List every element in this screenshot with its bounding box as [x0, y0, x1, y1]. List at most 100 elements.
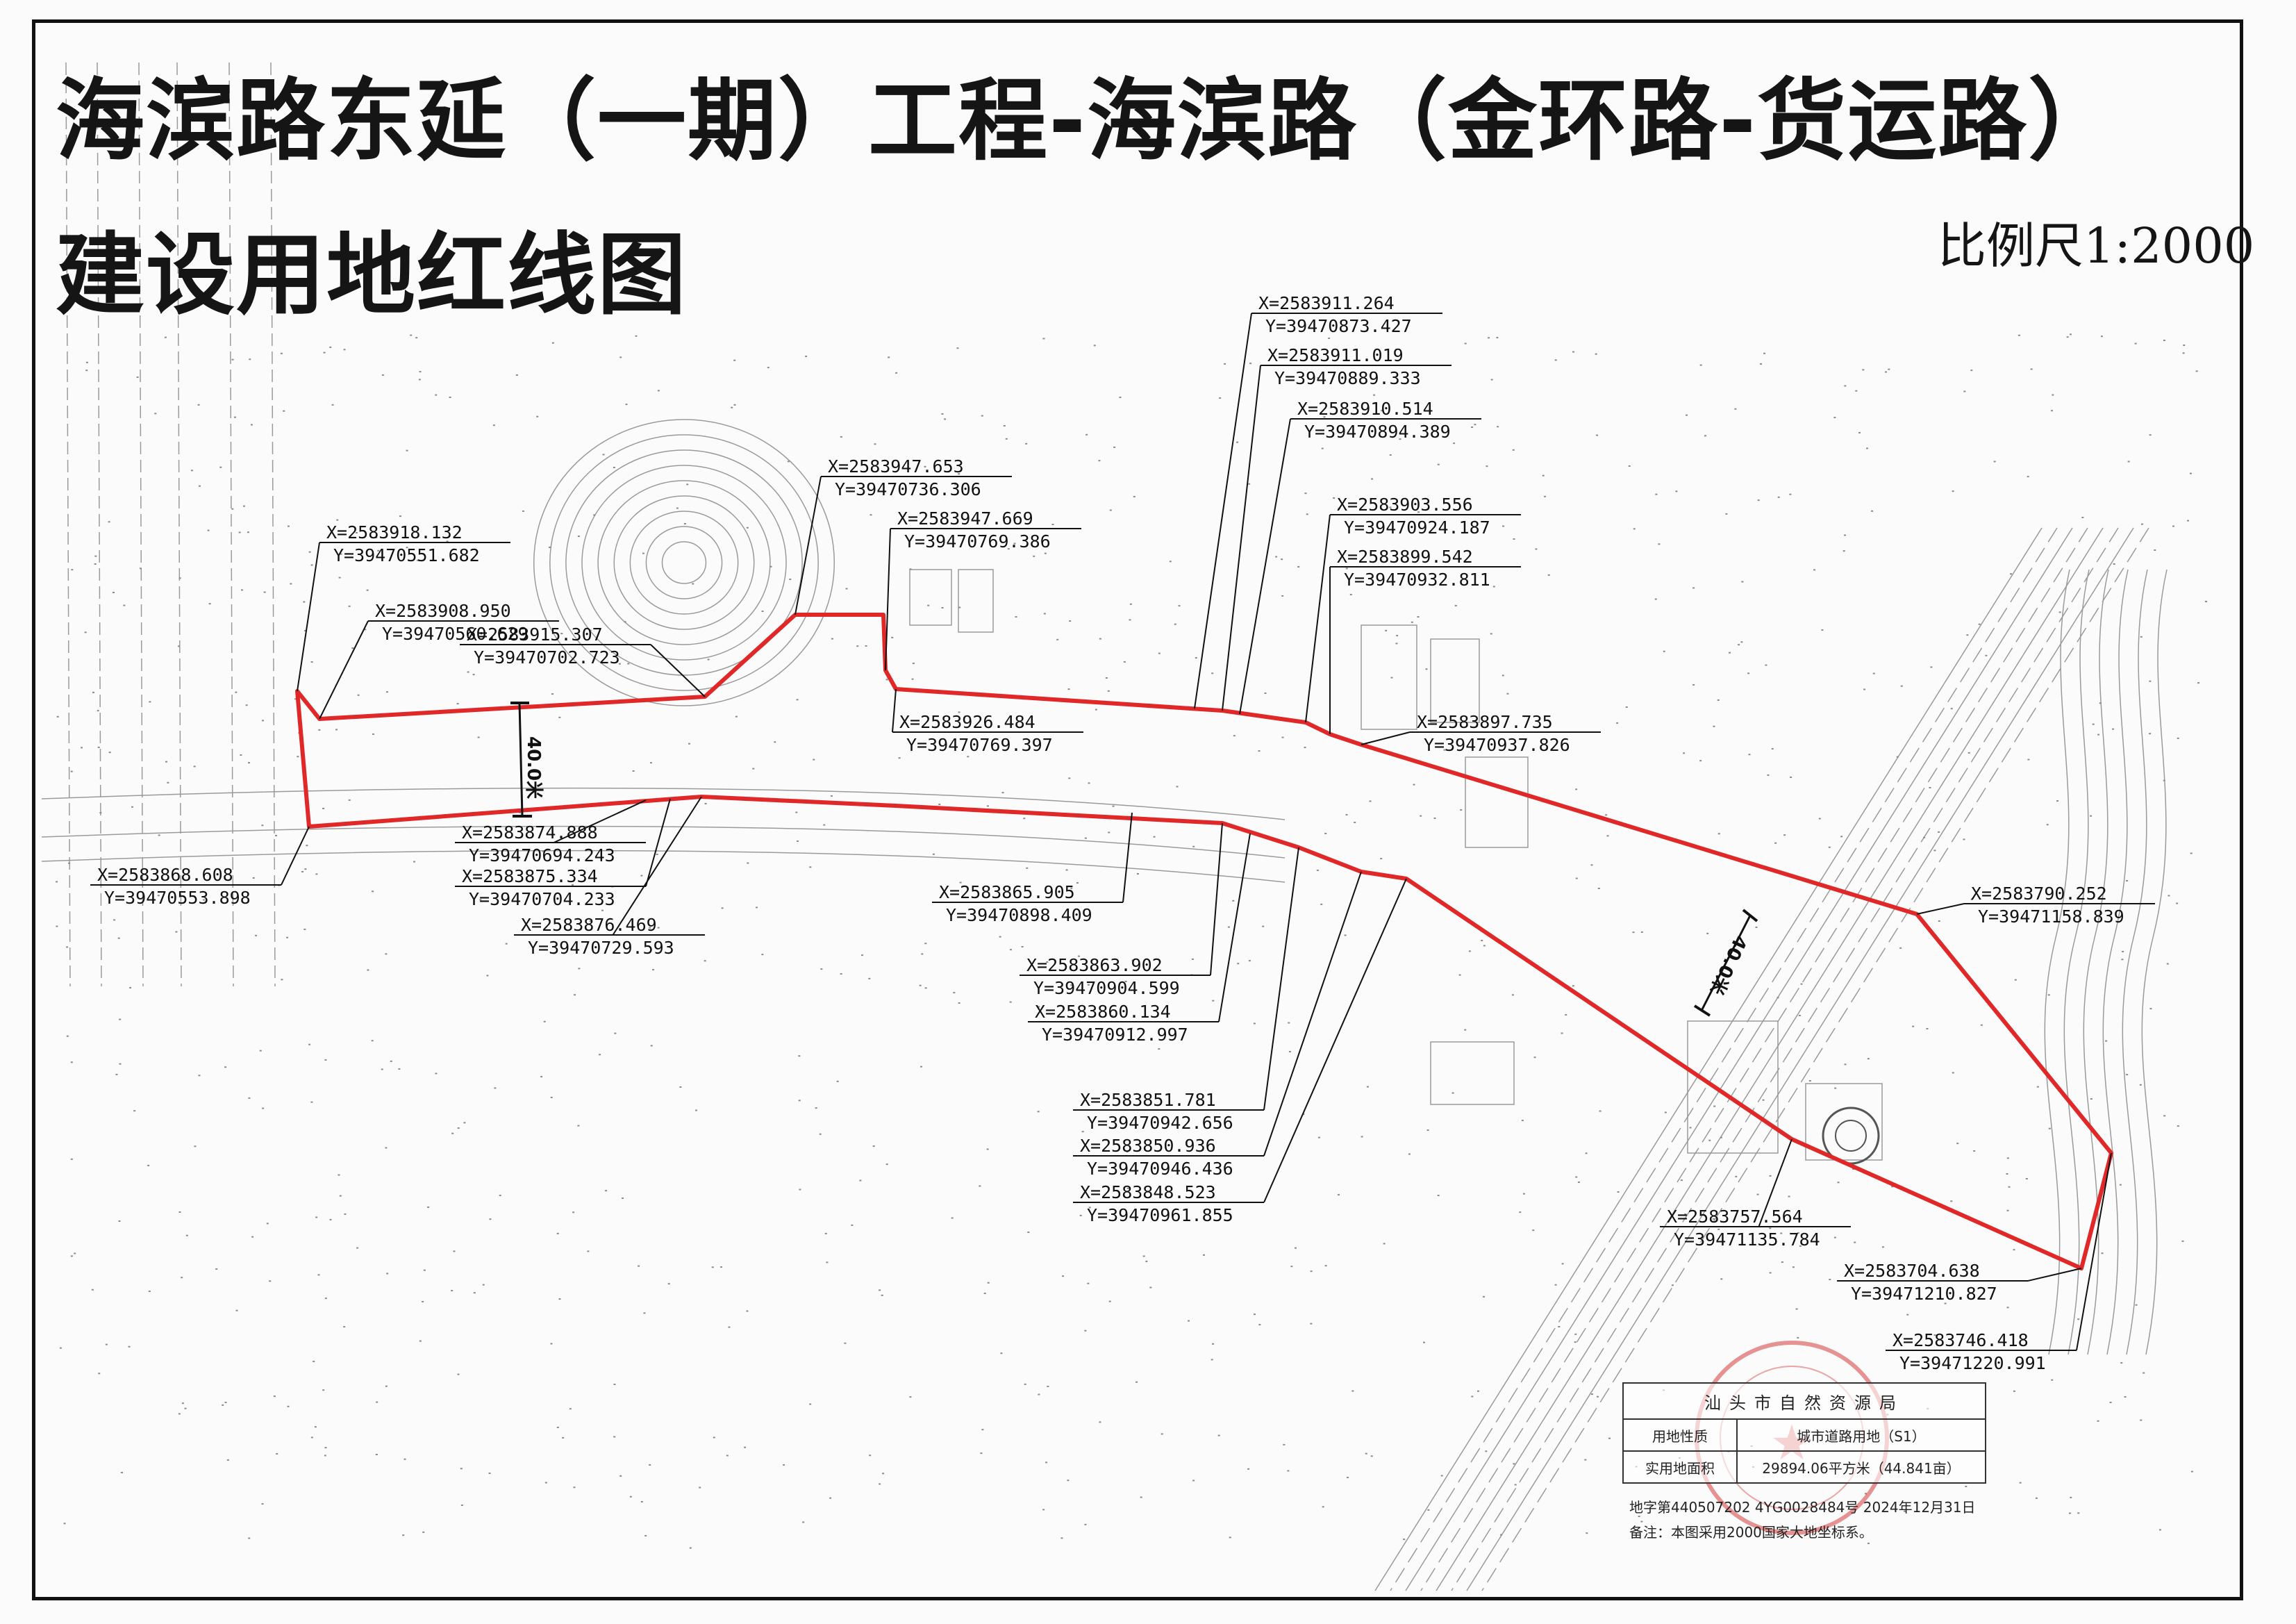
survey-point — [1597, 888, 1600, 890]
map-frame — [32, 19, 2243, 1600]
survey-point — [1317, 1136, 1320, 1138]
survey-point — [1098, 460, 1101, 462]
land-info-table: 汕头市自然资源局 用地性质 城市道路用地（S1） 实用地面积 29894.06平… — [1622, 1382, 1986, 1484]
survey-point — [1586, 1532, 1588, 1534]
survey-point — [1287, 1470, 1290, 1472]
survey-point — [1389, 454, 1392, 456]
survey-point — [322, 1389, 325, 1391]
survey-point — [1304, 492, 1307, 495]
survey-point — [746, 1310, 749, 1312]
survey-point — [958, 473, 960, 475]
survey-point — [1321, 447, 1324, 449]
survey-point — [870, 514, 872, 516]
contour-line — [2122, 569, 2148, 1355]
survey-point — [261, 1503, 264, 1505]
road-edge — [41, 825, 1286, 859]
survey-point — [1337, 1194, 1340, 1196]
survey-point — [689, 1547, 692, 1549]
survey-point — [1037, 1111, 1040, 1113]
survey-point — [2052, 394, 2054, 396]
survey-point — [427, 1207, 430, 1209]
survey-point — [453, 1250, 456, 1252]
survey-point — [1253, 1022, 1256, 1025]
survey-point — [885, 679, 888, 681]
survey-point — [650, 1045, 653, 1047]
survey-point — [324, 1455, 326, 1457]
survey-point — [1496, 337, 1499, 339]
survey-point — [809, 866, 812, 868]
survey-point — [1027, 1232, 1030, 1234]
survey-point — [2143, 1372, 2145, 1374]
survey-point — [85, 361, 88, 363]
survey-point — [1126, 1187, 1129, 1189]
survey-point — [473, 1292, 476, 1294]
survey-point — [1797, 1336, 1799, 1339]
coordinate-x-label: X=2583947.653 — [828, 456, 964, 477]
survey-point — [898, 757, 901, 759]
railway-line — [1466, 527, 2134, 1591]
survey-point — [1023, 818, 1026, 820]
survey-point — [460, 1505, 463, 1507]
survey-point — [1767, 774, 1770, 776]
survey-point — [356, 1247, 359, 1249]
survey-point — [1324, 832, 1327, 834]
coordinate-y-label: Y=39470560.629 — [382, 624, 529, 644]
survey-point — [2163, 1115, 2166, 1117]
coordinate-y-label: Y=39470898.409 — [946, 905, 1092, 925]
survey-point — [1777, 496, 1780, 498]
survey-point — [398, 1068, 401, 1070]
survey-point — [1275, 556, 1278, 558]
survey-point — [840, 436, 842, 438]
survey-point — [280, 352, 283, 354]
survey-point — [798, 1100, 801, 1102]
survey-point — [1474, 520, 1476, 522]
survey-point — [240, 754, 242, 756]
survey-point — [2190, 1470, 2193, 1473]
survey-point — [1862, 369, 1865, 371]
survey-point — [540, 1076, 543, 1078]
survey-point — [941, 413, 944, 415]
survey-point — [273, 1395, 276, 1398]
survey-point — [1232, 900, 1235, 902]
survey-point — [323, 351, 326, 354]
survey-point — [482, 1284, 485, 1286]
survey-point — [2121, 959, 2124, 961]
survey-point — [1192, 845, 1195, 847]
survey-point — [956, 347, 959, 349]
survey-point — [1349, 594, 1352, 596]
survey-point — [1699, 364, 1702, 366]
survey-point — [1468, 950, 1471, 952]
survey-point — [1169, 561, 1172, 563]
callout-leader — [1218, 833, 1251, 1022]
survey-point — [2182, 352, 2185, 354]
survey-point — [924, 465, 926, 467]
survey-point — [1262, 925, 1265, 927]
survey-point — [1192, 1480, 1195, 1482]
survey-point — [1881, 1246, 1884, 1248]
survey-point — [2149, 1008, 2152, 1010]
survey-point — [1837, 1182, 1840, 1184]
survey-point — [2013, 1390, 2015, 1392]
coordinate-x-label: X=2583947.669 — [897, 508, 1033, 529]
survey-point — [1740, 641, 1743, 643]
coordinate-y-label: Y=39470932.811 — [1344, 570, 1490, 590]
survey-point — [657, 390, 660, 392]
survey-point — [303, 928, 306, 930]
survey-point — [477, 736, 480, 738]
survey-point — [983, 1292, 986, 1294]
survey-point — [85, 370, 88, 372]
coordinate-y-label: Y=39470946.436 — [1087, 1159, 1233, 1179]
survey-point — [979, 1185, 981, 1187]
survey-point — [891, 636, 894, 638]
survey-point — [558, 1298, 561, 1300]
survey-point — [1161, 1433, 1163, 1435]
survey-point — [1900, 685, 1903, 687]
survey-point — [1490, 379, 1493, 381]
contour-line — [565, 449, 803, 676]
survey-point — [1757, 499, 1760, 502]
survey-point — [136, 376, 139, 379]
survey-point — [2149, 434, 2152, 436]
